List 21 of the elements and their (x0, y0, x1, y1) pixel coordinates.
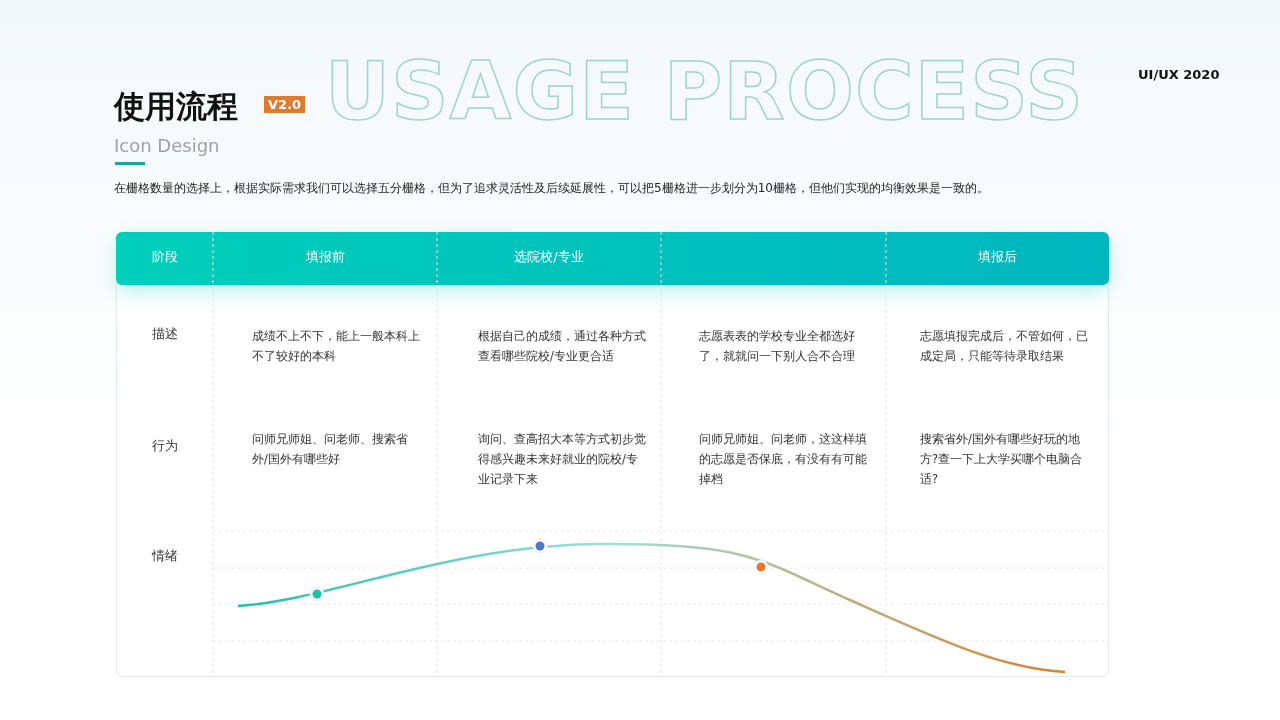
column-heading: 填报后 (977, 249, 1018, 266)
description-paragraph: 在栅格数量的选择上，根据实际需求我们可以选择五分栅格，但为了追求灵活性及后续延展性，可以把5栅格进一步划分为10栅格，但他们实现的均衡效果是一致的。 (114, 180, 989, 197)
behavior-text: 搜索省外/国外有哪些好玩的地方?查一下上大学买哪个电脑合适? (920, 431, 1084, 488)
description-text: 志愿填报完成后，不管如何，已成定局，只能等待录取结果 (920, 328, 1089, 365)
behavior-text: 询问、查高招大本等方式初步觉得感兴趣未来好就业的院校/专业记录下来 (478, 431, 647, 488)
version-badge: V2.0 (264, 96, 306, 113)
description-text: 根据自己的成绩，通过各种方式查看哪些院校/专业更合适 (478, 328, 647, 365)
description-text: 成绩不上不下，能上一般本科上不了较好的本科 (252, 328, 421, 365)
row-heading: 描述 (150, 326, 179, 343)
column-heading: 阶段 (150, 249, 179, 266)
behavior-text: 问师兄师姐、问老师、搜索省外/国外有哪些好 (252, 431, 409, 468)
row-heading: 行为 (150, 438, 179, 455)
behavior-text: 问师兄师姐、问老师，这这样填的志愿是否保底，有没有有可能掉档 (699, 431, 868, 488)
edition-text: UI/UX 2020 (1138, 67, 1220, 82)
column-heading: 填报前 (304, 249, 346, 266)
column-heading: 选院校/专业 (513, 249, 585, 266)
watermark-heading: USAGE PROCESS (325, 45, 1084, 138)
page-title: 使用流程 (114, 87, 238, 126)
row-heading: 情绪 (150, 548, 179, 565)
description-text: 志愿表表的学校专业全都选好了，就就问一下别人合不合理 (699, 328, 856, 365)
subtitle-text: Icon Design (114, 135, 220, 156)
